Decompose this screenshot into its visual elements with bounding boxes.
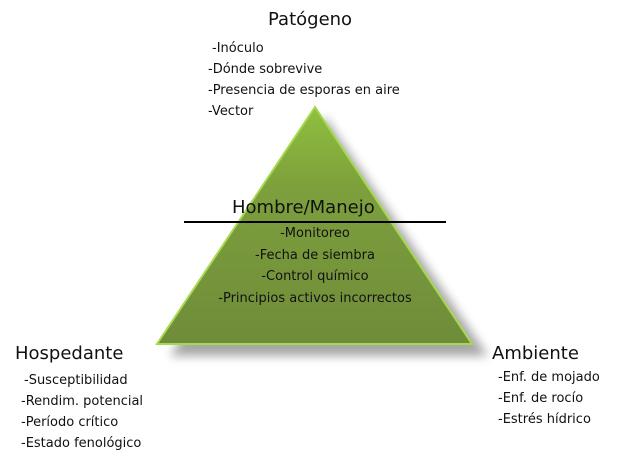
management-item: -Principios activos incorrectos [218, 290, 412, 306]
host-item: -Rendim. potencial [21, 394, 144, 409]
management-title: Hombre/Manejo [232, 197, 375, 218]
pathogen-item: -Presencia de esporas en aire [208, 83, 400, 98]
pathogen-item: -Inóculo [212, 41, 264, 56]
pathogen-title: Patógeno [268, 9, 353, 30]
pathogen-item: -Vector [208, 104, 254, 119]
environment-item: -Estrés hídrico [498, 412, 591, 427]
management-list: -Monitoreo -Fecha de siembra -Control qu… [180, 223, 450, 309]
environment-item: -Enf. de mojado [498, 370, 600, 385]
management-item: -Monitoreo [280, 226, 350, 241]
management-item: -Control químico [261, 269, 369, 284]
host-title: Hospedante [15, 343, 124, 364]
environment-title: Ambiente [492, 343, 579, 364]
management-item: -Fecha de siembra [255, 247, 375, 263]
host-item: -Susceptibilidad [24, 373, 128, 388]
environment-item: -Enf. de rocío [498, 391, 584, 406]
host-item: -Período crítico [21, 415, 119, 430]
pathogen-item: -Dónde sobrevive [208, 62, 323, 77]
host-item: -Estado fenológico [21, 436, 142, 451]
